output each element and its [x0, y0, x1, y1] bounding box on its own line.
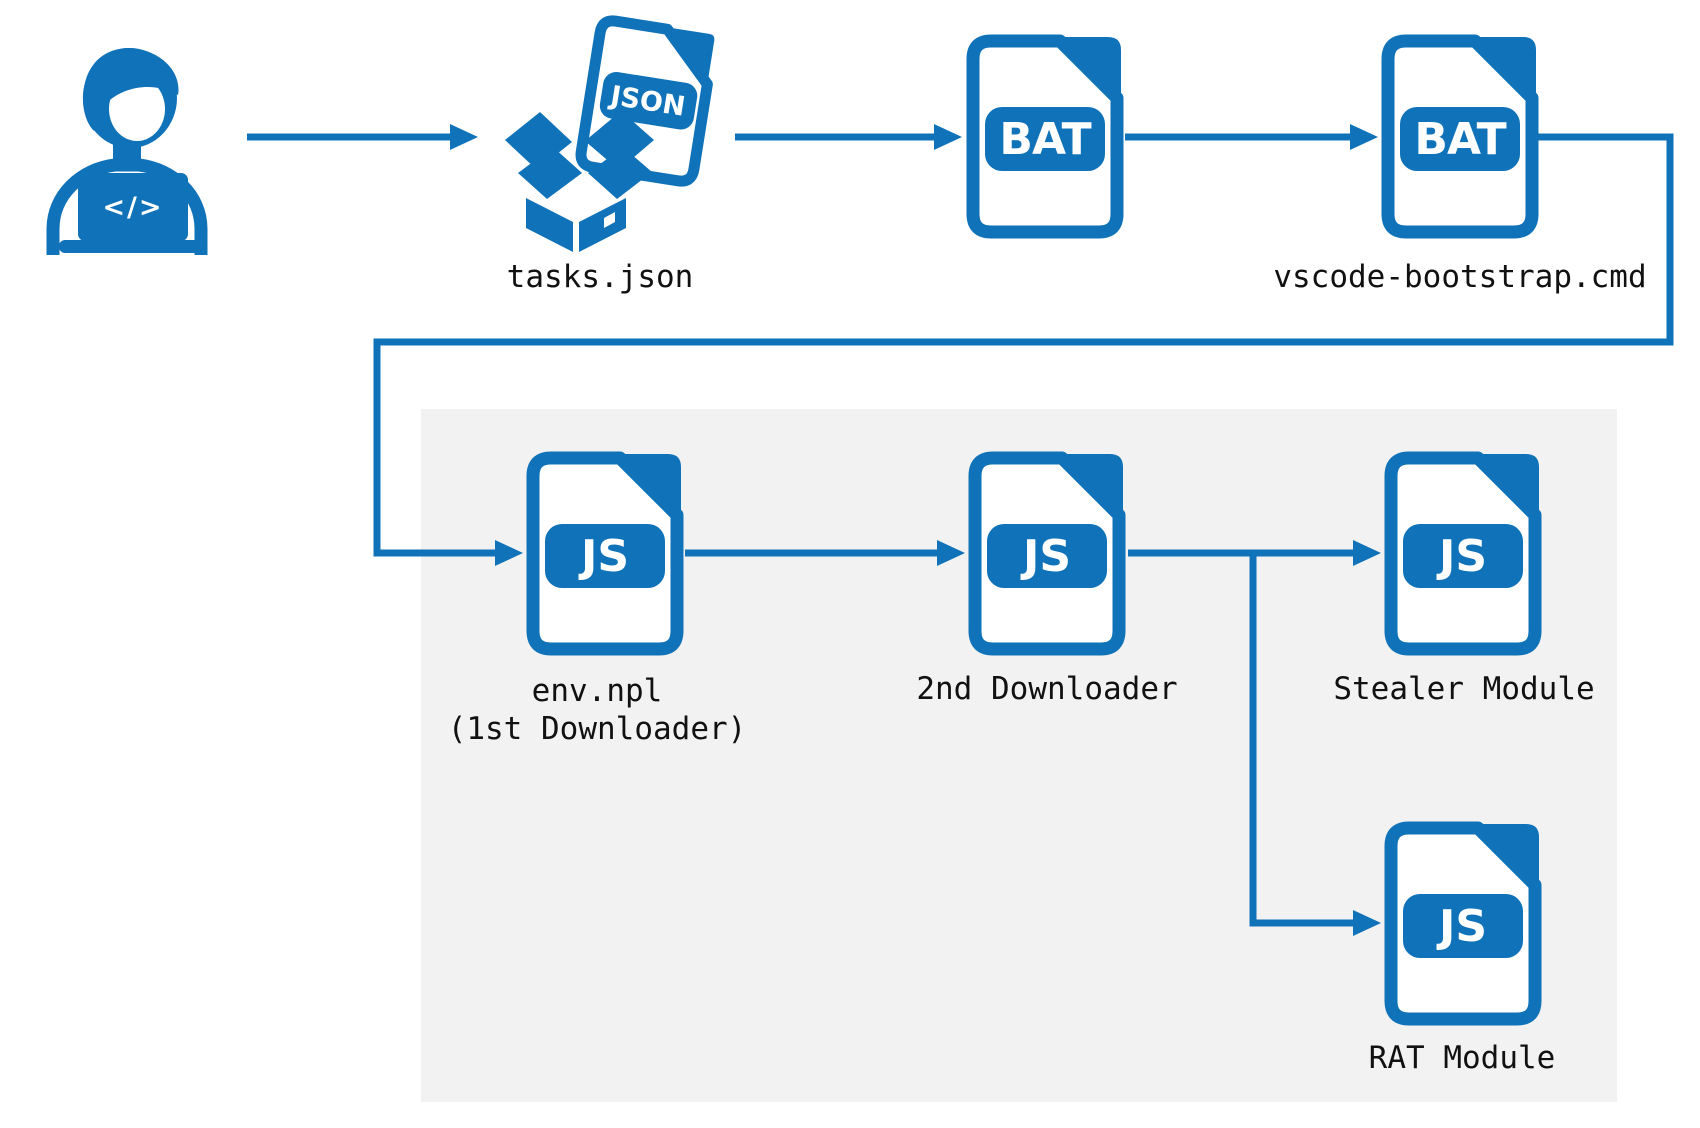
developer-icon: </> — [46, 48, 208, 255]
js4-badge: JS — [1436, 901, 1487, 952]
label-tasks-json: tasks.json — [506, 259, 694, 295]
json-file-icon: JSON — [575, 15, 715, 187]
js2-badge: JS — [1020, 531, 1071, 582]
label-env-npl-line2: (1st Downloader) — [447, 711, 747, 747]
laptop-base — [59, 240, 206, 253]
js4-file-icon: JS — [1384, 821, 1542, 1026]
bat1-file-icon: BAT — [966, 34, 1124, 239]
tasks-json-package-icon: JSON — [505, 15, 715, 252]
js3-badge: JS — [1436, 531, 1487, 582]
label-env-npl-line1: env.npl — [531, 673, 663, 709]
label-rat-module: RAT Module — [1368, 1040, 1556, 1076]
label-vscode-bootstrap: vscode-bootstrap.cmd — [1273, 259, 1647, 295]
bat1-badge: BAT — [999, 114, 1091, 165]
js3-file-icon: JS — [1384, 451, 1542, 656]
js1-file-icon: JS — [526, 451, 684, 656]
label-stealer-module: Stealer Module — [1333, 671, 1595, 707]
js2-file-icon: JS — [968, 451, 1126, 656]
label-env-npl: env.npl (1st Downloader) — [448, 672, 747, 748]
open-box-icon — [505, 111, 654, 252]
laptop-screen — [78, 173, 188, 241]
code-glyph: </> — [102, 192, 163, 223]
bat2-badge: BAT — [1414, 114, 1506, 165]
label-2nd-downloader: 2nd Downloader — [916, 671, 1178, 707]
js1-badge: JS — [578, 531, 629, 582]
bat2-file-icon: BAT — [1381, 34, 1539, 239]
